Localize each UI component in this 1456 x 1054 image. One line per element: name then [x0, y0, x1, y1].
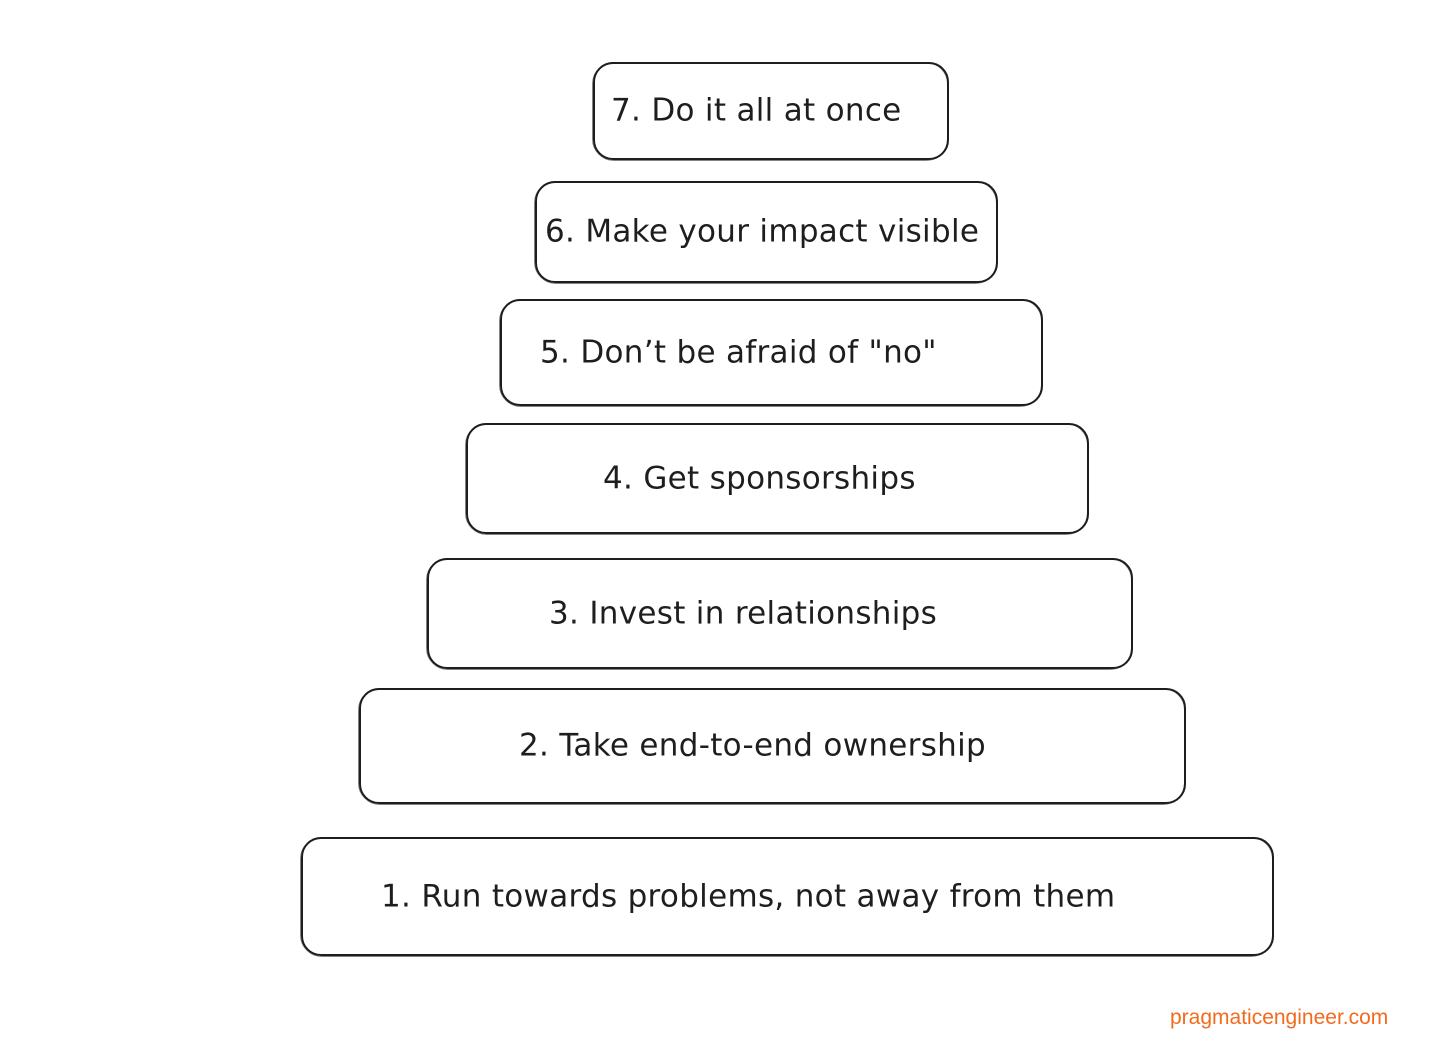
tier-1-label: 1. Run towards problems, not away from t…	[381, 877, 1116, 914]
tier-4-box: 4. Get sponsorships	[465, 423, 1089, 535]
tier-3-label: 3. Invest in relationships	[549, 594, 938, 631]
tier-7-label: 7. Do it all at once	[611, 92, 902, 129]
tier-5-box: 5. Don’t be afraid of "no"	[499, 299, 1043, 407]
tier-5-label: 5. Don’t be afraid of "no"	[540, 333, 937, 370]
tier-2-label: 2. Take end-to-end ownership	[519, 727, 986, 764]
tier-7-box: 7. Do it all at once	[592, 62, 949, 161]
tier-4-label: 4. Get sponsorships	[603, 459, 916, 496]
tier-6-label: 6. Make your impact visible	[545, 213, 980, 250]
tier-1-box: 1. Run towards problems, not away from t…	[300, 837, 1274, 957]
tier-2-box: 2. Take end-to-end ownership	[358, 688, 1186, 805]
tier-6-box: 6. Make your impact visible	[534, 181, 998, 284]
tier-3-box: 3. Invest in relationships	[426, 558, 1133, 670]
site-credit: pragmaticengineer.com	[1170, 1006, 1389, 1029]
